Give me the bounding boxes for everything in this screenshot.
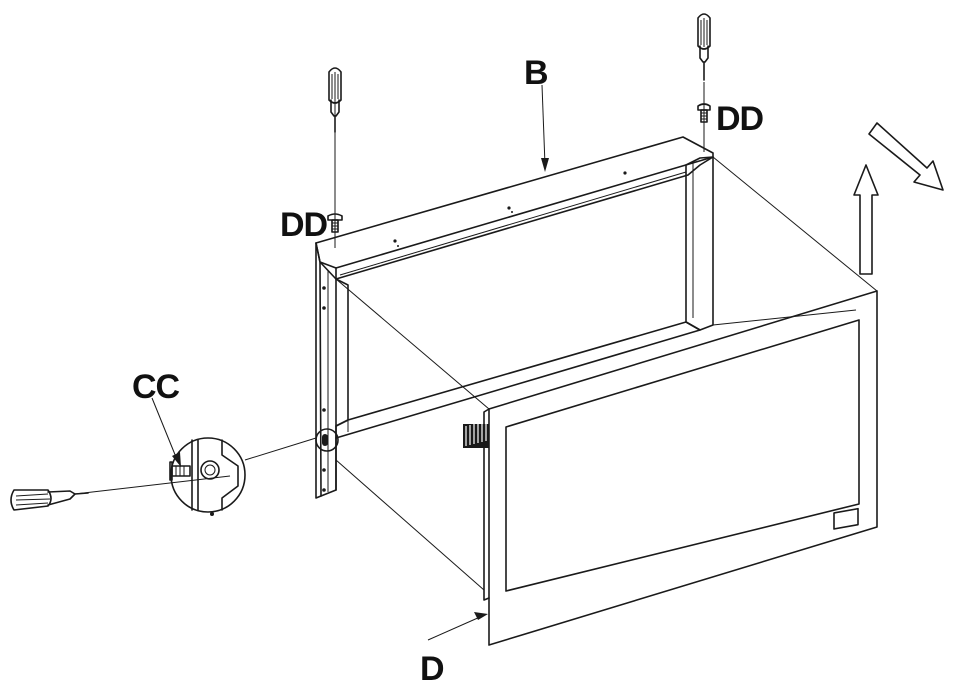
screen-outer-frame: [488, 290, 878, 646]
vent-slots: [463, 421, 489, 448]
screw-icon: [169, 461, 191, 481]
label-d: D: [420, 650, 444, 688]
detail-circle-small: [315, 428, 339, 452]
screw-icon: [697, 103, 711, 123]
frame-b: [315, 136, 714, 499]
label-dd-left: DD: [280, 206, 328, 244]
guide-lines: [74, 82, 878, 591]
frame-inner-left-wall: [335, 278, 349, 427]
screen-inner-display: [505, 319, 860, 592]
frame-bottom-rail: [335, 321, 701, 439]
frame-left-post: [315, 242, 337, 497]
screw-icon: [327, 213, 343, 233]
screwdriver-icon: [10, 489, 89, 511]
screen-badge: [833, 507, 859, 530]
leader-cc: [151, 397, 181, 467]
frame-right-post: [685, 156, 714, 331]
label-dd-right: DD: [716, 100, 764, 138]
leader-b: [541, 84, 549, 172]
arrow-diagonal-icon: [868, 122, 944, 191]
screwdriver-icon: [697, 13, 711, 81]
screwdriver-icon: [328, 67, 342, 133]
frame-top-rail: [315, 136, 714, 269]
leader-d: [427, 612, 488, 641]
detail-magnifier: [169, 437, 246, 516]
label-b: B: [524, 54, 548, 92]
arrow-up-icon: [853, 164, 879, 275]
screen-d: [483, 290, 878, 646]
label-cc: CC: [132, 368, 180, 406]
